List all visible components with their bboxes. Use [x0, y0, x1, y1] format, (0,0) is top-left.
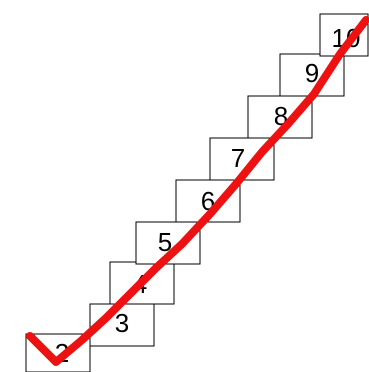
step-label: 5: [158, 227, 172, 257]
step-label: 9: [305, 58, 319, 88]
step-label: 3: [115, 308, 129, 338]
step-label: 7: [231, 143, 245, 173]
red-path-line: [26, 16, 369, 366]
